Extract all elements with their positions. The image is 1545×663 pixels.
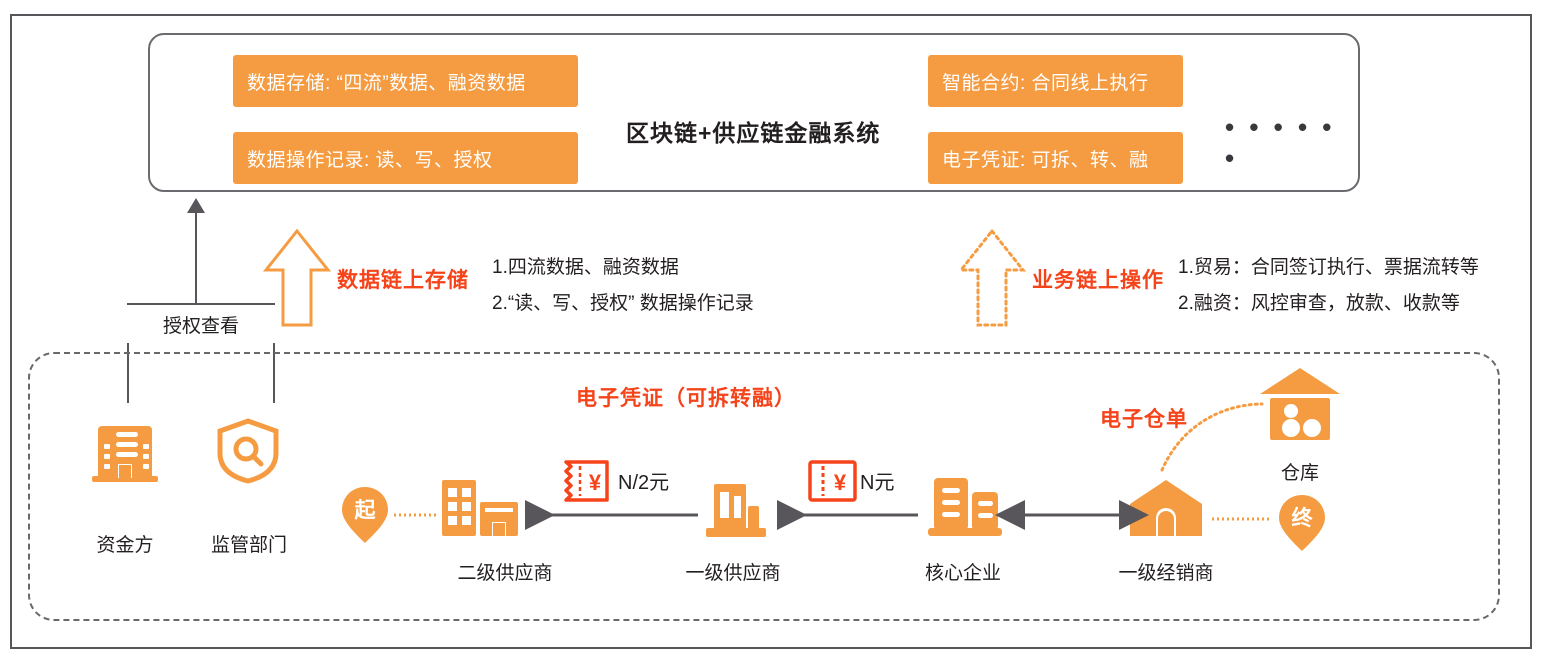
node-label-warehouse: 仓库: [1280, 463, 1319, 484]
start-pin-icon: 起: [341, 486, 389, 549]
end-pin-icon: 终: [1278, 494, 1326, 557]
svg-text:终: 终: [1292, 506, 1314, 530]
factory-bars-icon: [702, 482, 772, 543]
svg-text:¥: ¥: [834, 470, 847, 495]
office-building-icon: [86, 414, 164, 487]
system-panel-title: 区块链+供应链金融系统: [626, 120, 881, 146]
authorization-label: 授权查看: [127, 305, 275, 343]
svg-text:¥: ¥: [589, 470, 602, 495]
svg-text:起: 起: [354, 498, 377, 522]
authorization-arrow-head: [187, 198, 205, 213]
supply-chain-container: [28, 352, 1500, 621]
house-icon: [1128, 478, 1204, 543]
twin-tower-icon: [922, 476, 1006, 543]
actor-label-regulator: 监管部门: [210, 535, 287, 556]
feature-box-data-storage[interactable]: 数据存储: “四流”数据、融资数据: [233, 55, 578, 107]
chain-label-data-storage: 数据链上存储: [337, 269, 469, 292]
feature-box-e-voucher[interactable]: 电子凭证: 可拆、转、融: [928, 132, 1183, 184]
authorization-arrow-stem: [195, 212, 197, 307]
warehouse-icon: [1258, 366, 1342, 447]
building-grid-icon: [440, 478, 520, 543]
outer-frame: [10, 14, 1532, 649]
money-label-full: N元: [860, 472, 895, 494]
shield-search-icon: [214, 418, 282, 489]
business-chain-item-2: 2.融资：风控审查，放款、收款等: [1178, 293, 1460, 314]
data-chain-item-list: 1.四流数据、融资数据 2.“读、写、授权” 数据操作记录: [492, 250, 754, 322]
business-chain-item-list: 1.贸易：合同签订执行、票据流转等 2.融资：风控审查，放款、收款等: [1178, 250, 1479, 322]
node-label-tier1-dealer: 一级经销商: [1118, 563, 1214, 584]
yen-voucher-icon-half: ¥: [558, 459, 610, 508]
actor-label-funder: 资金方: [96, 535, 154, 556]
business-chain-up-arrow: [958, 228, 1026, 328]
business-chain-item-1: 1.贸易：合同签订执行、票据流转等: [1178, 257, 1479, 278]
voucher-section-title: 电子凭证（可拆转融）: [576, 387, 796, 410]
feature-box-operation-log[interactable]: 数据操作记录: 读、写、授权: [233, 132, 578, 184]
warehouse-section-title: 电子仓单: [1100, 408, 1188, 431]
money-label-half: N/2元: [618, 472, 670, 494]
node-label-tier2-supplier: 二级供应商: [457, 563, 553, 584]
yen-voucher-icon-full: ¥: [806, 459, 858, 508]
data-chain-up-arrow: [263, 228, 331, 328]
chain-label-business-ops: 业务链上操作: [1032, 269, 1164, 292]
data-chain-item-2: 2.“读、写、授权” 数据操作记录: [492, 293, 754, 314]
node-label-tier1-supplier: 一级供应商: [685, 563, 781, 584]
data-chain-item-1: 1.四流数据、融资数据: [492, 257, 679, 278]
feature-box-smart-contract[interactable]: 智能合约: 合同线上执行: [928, 55, 1183, 107]
node-label-core-enterprise: 核心企业: [924, 563, 1001, 584]
ellipsis-dots: • • • • • •: [1225, 112, 1336, 173]
